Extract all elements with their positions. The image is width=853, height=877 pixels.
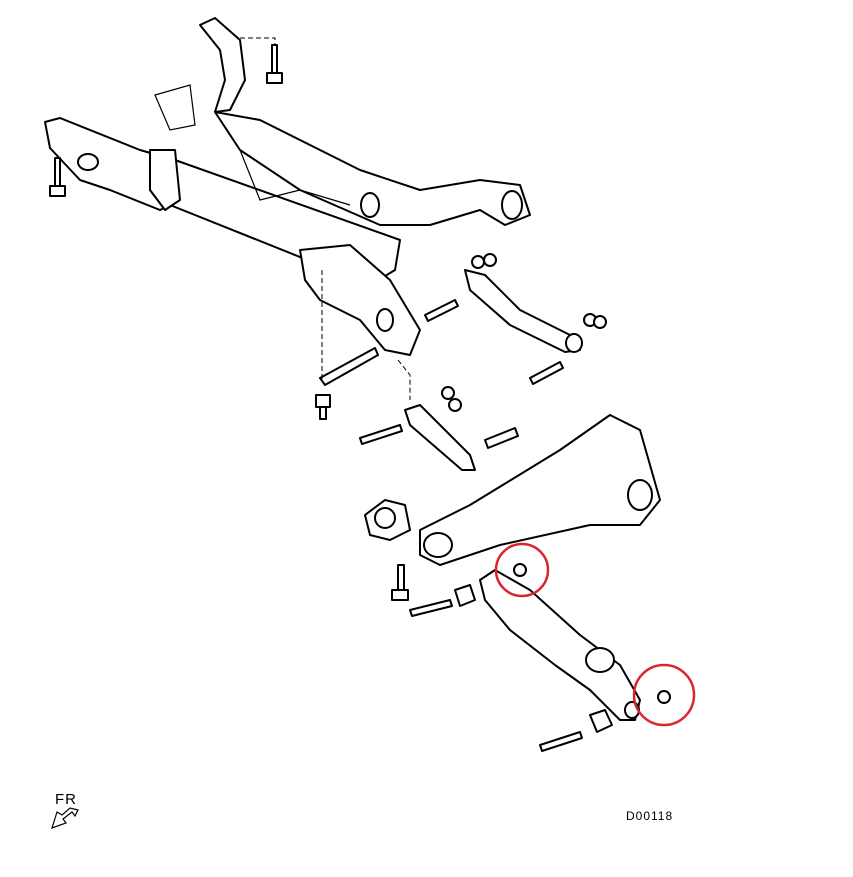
highlight-circle-lower-nut [632, 663, 696, 727]
bolts [49, 37, 607, 752]
front-direction-arrow-icon [51, 807, 79, 829]
figure-code: D00118 [626, 809, 674, 823]
rear-crossmember [44, 17, 531, 356]
lower-arm [454, 563, 671, 733]
front-direction-label: FR [55, 791, 77, 808]
highlight-circle-upper-nut [494, 542, 550, 598]
suspension-links [319, 269, 583, 471]
trailing-arm [364, 414, 661, 566]
